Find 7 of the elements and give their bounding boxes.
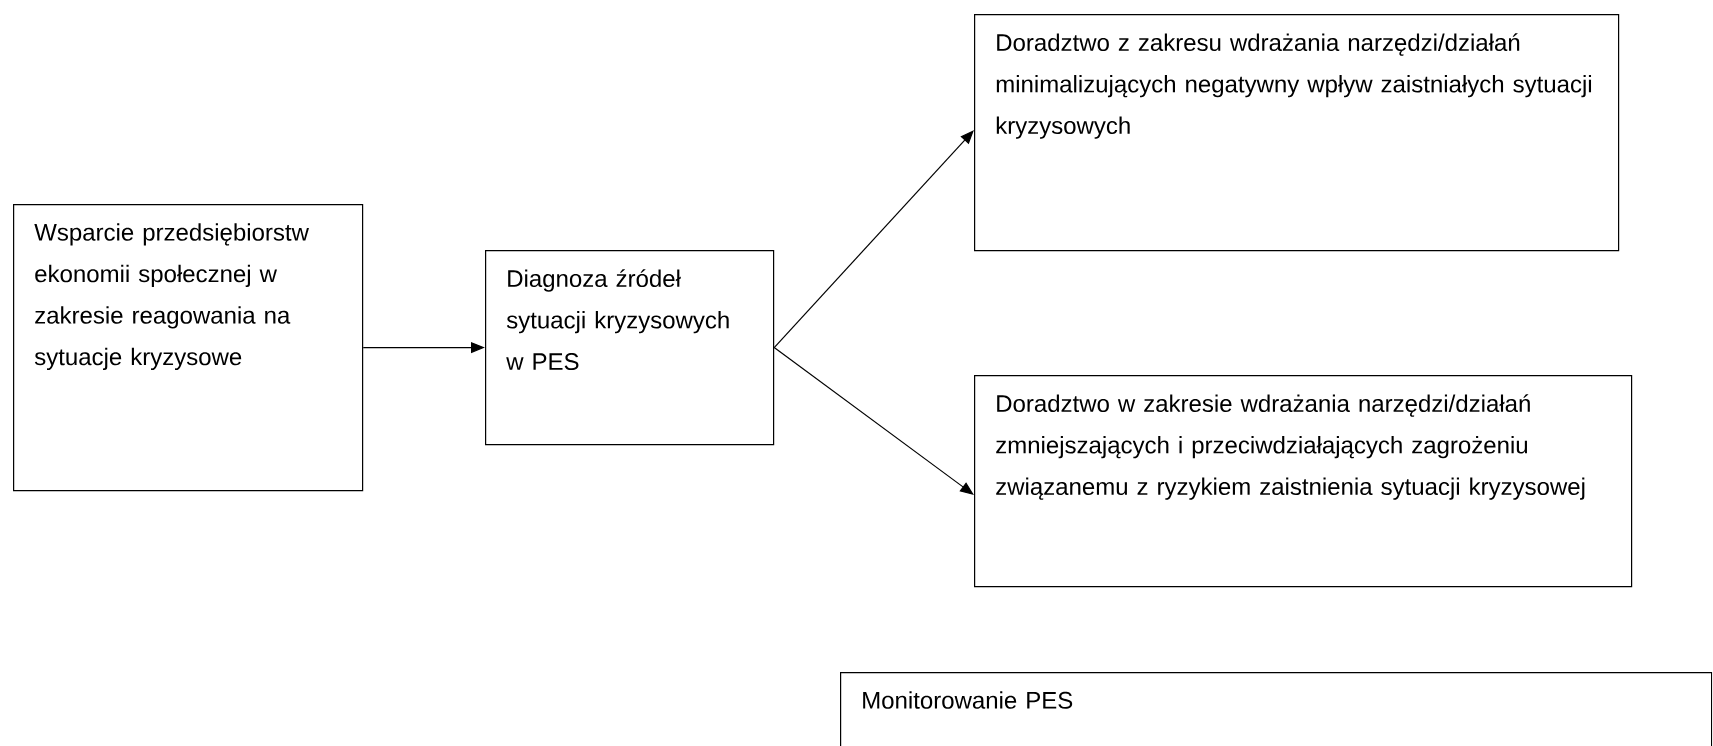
process-box: Wsparcie przedsiębiorstw ekonomii społecznej w zakresie reagowania na sytuacje kryzysowe	[13, 204, 364, 492]
process-box: Doradztwo z zakresu wdrażania narzędzi/działań minimalizujących negatywny wpływ zaistniałych sytuacji kryzysowych	[974, 14, 1620, 252]
arrow	[773, 130, 974, 349]
process-box: Doradztwo w zakresie wdrażania narzędzi/działań zmniejszających i przeciwdziałających zagrożeniu związanemu z ryzykiem zaistnienia sytuacji kryzysowej	[974, 375, 1633, 588]
arrow	[773, 347, 974, 495]
process-box: Monitorowanie PES	[840, 672, 1713, 746]
process-box: Diagnoza źródeł sytuacji kryzysowych w PES	[485, 250, 775, 446]
